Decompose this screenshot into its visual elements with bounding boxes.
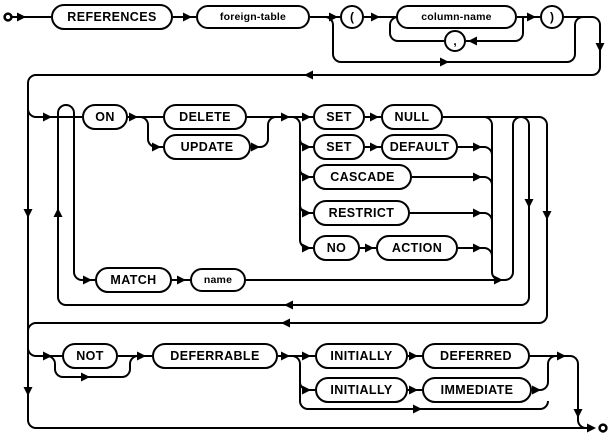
- node-on: ON: [82, 104, 128, 130]
- node-initially-deferred: INITIALLY: [315, 343, 408, 369]
- node-set-default: SET: [313, 134, 365, 160]
- node-name: name: [190, 268, 246, 292]
- node-delete: DELETE: [163, 104, 247, 130]
- node-cascade: CASCADE: [313, 164, 412, 190]
- node-column-name: column-name: [396, 5, 517, 29]
- arrow-heads: [17, 12, 605, 433]
- start-terminal: [3, 12, 13, 22]
- node-no: NO: [313, 235, 360, 261]
- node-action: ACTION: [376, 235, 458, 261]
- node-null: NULL: [381, 104, 443, 130]
- node-deferred: DEFERRED: [422, 343, 530, 369]
- node-not: NOT: [62, 343, 118, 369]
- node-lparen: (: [340, 5, 364, 29]
- node-foreign-table: foreign-table: [196, 5, 310, 29]
- node-set-null: SET: [313, 104, 365, 130]
- node-match: MATCH: [95, 267, 172, 293]
- node-references: REFERENCES: [51, 4, 173, 30]
- node-rparen: ): [540, 5, 564, 29]
- node-initially-immediate: INITIALLY: [315, 377, 408, 403]
- node-deferrable: DEFERRABLE: [152, 343, 278, 369]
- node-restrict: RESTRICT: [313, 200, 410, 226]
- node-default: DEFAULT: [381, 134, 458, 160]
- node-immediate: IMMEDIATE: [422, 377, 532, 403]
- node-comma: ,: [444, 30, 466, 52]
- node-update: UPDATE: [163, 134, 251, 160]
- end-terminal: [598, 423, 608, 433]
